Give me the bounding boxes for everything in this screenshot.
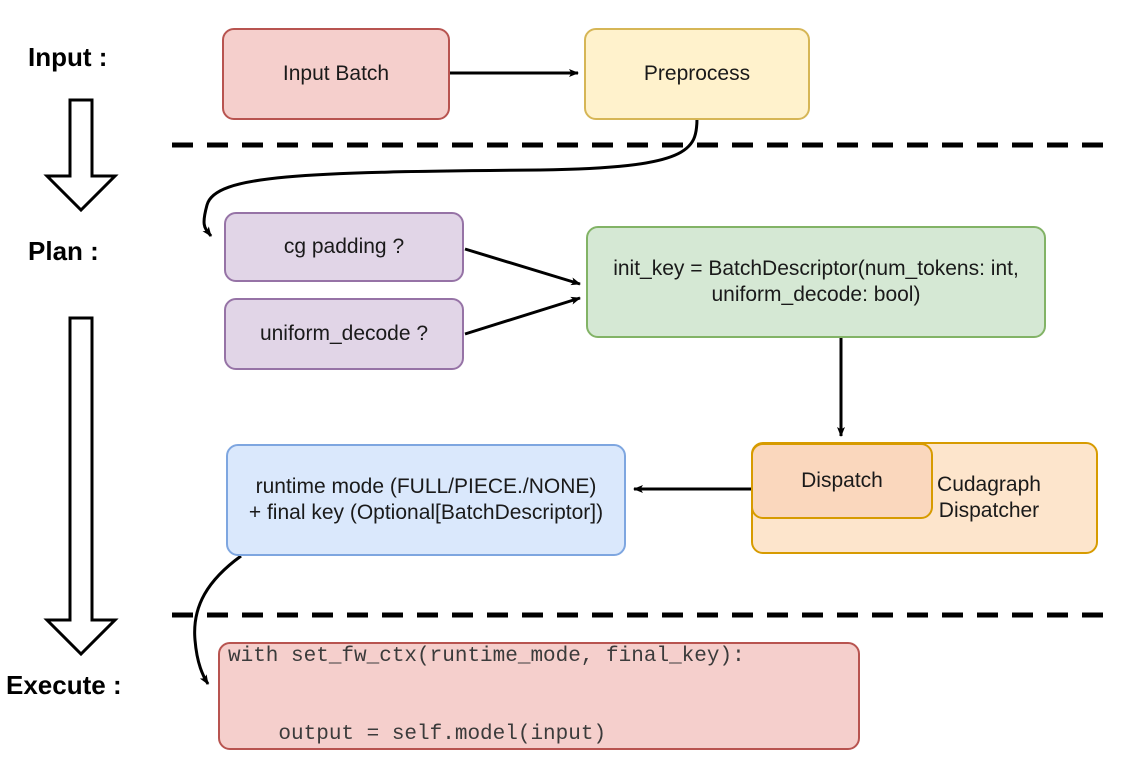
stage-label-input: Input : <box>28 42 108 72</box>
node-runtime-mode-label-line1: runtime mode (FULL/PIECE./NONE) <box>255 474 597 498</box>
node-input-batch-label: Input Batch <box>282 61 390 85</box>
node-cudagraph-dispatcher-label-line2: Dispatcher <box>938 499 1040 522</box>
stage-label-plan: Plan : <box>28 236 99 266</box>
node-preprocess-label: Preprocess <box>643 61 751 85</box>
node-cg-padding-label: cg padding ? <box>283 234 405 258</box>
edge-uniform-decode-to-init-key <box>464 296 581 336</box>
node-runtime-mode-label-line2: + final key (Optional[BatchDescriptor]) <box>248 501 604 524</box>
node-init-key-label-line2: uniform_decode: bool) <box>711 283 921 306</box>
node-dispatch-label: Dispatch <box>801 468 883 492</box>
stage-label-execute: Execute : <box>6 670 122 700</box>
node-init-key-label-line1: init_key = BatchDescriptor(num_tokens: i… <box>613 256 1019 280</box>
node-cg-padding[interactable]: cg padding ? <box>224 212 464 282</box>
edge-cg-padding-to-init-key <box>464 247 581 286</box>
node-execute-code-line1: with set_fw_ctx(runtime_mode, final_key)… <box>228 644 745 668</box>
node-cudagraph-dispatcher-label-line1: Cudagraph <box>937 472 1041 496</box>
node-execute-code-line2: output = self.model(input) <box>228 723 607 747</box>
node-uniform-decode-label: uniform_decode ? <box>259 321 429 345</box>
node-preprocess[interactable]: Preprocess <box>584 28 810 120</box>
node-dispatch[interactable]: Dispatch <box>751 443 933 519</box>
node-runtime-mode[interactable]: runtime mode (FULL/PIECE./NONE) + final … <box>226 444 626 556</box>
node-input-batch[interactable]: Input Batch <box>222 28 450 120</box>
plan-to-execute-arrow <box>43 316 119 657</box>
node-uniform-decode[interactable]: uniform_decode ? <box>224 298 464 370</box>
node-init-key[interactable]: init_key = BatchDescriptor(num_tokens: i… <box>586 226 1046 338</box>
input-to-plan-arrow <box>43 98 119 213</box>
node-execute-code[interactable]: with set_fw_ctx(runtime_mode, final_key)… <box>218 642 860 750</box>
